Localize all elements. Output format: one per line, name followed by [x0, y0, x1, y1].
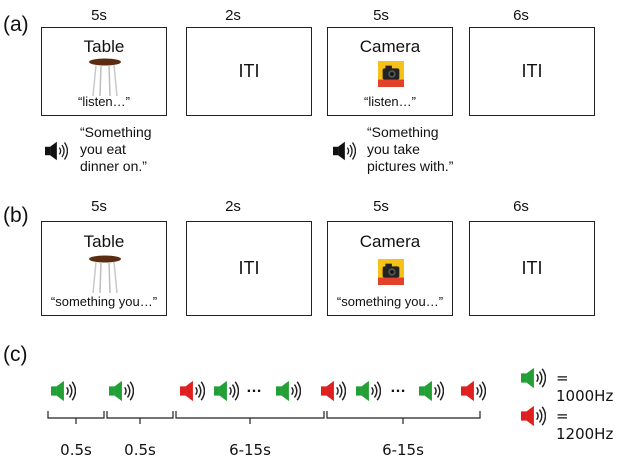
panel-b-label: (b) — [3, 204, 29, 227]
interval-label: 6-15s — [229, 441, 271, 459]
screen-caption: “listen…” — [363, 94, 416, 109]
duration-label: 5s — [373, 198, 389, 215]
stimulus-word: Table — [83, 232, 125, 251]
screen-caption: “listen…” — [77, 94, 130, 109]
interval-brace-1 — [47, 411, 105, 419]
legend-speaker-icon-red — [520, 404, 546, 428]
duration-label: 5s — [91, 7, 107, 24]
table-icon — [87, 255, 123, 295]
auditory-cue-text: “Something you take pictures with.” — [367, 124, 454, 174]
camera-icon — [378, 61, 404, 87]
duration-label: 6s — [513, 198, 529, 215]
speaker-icon — [418, 379, 444, 403]
speaker-icon — [355, 379, 381, 403]
stimulus-word: Camera — [359, 37, 421, 56]
screen-caption: “something you…” — [50, 294, 158, 309]
speaker-icon — [213, 379, 239, 403]
duration-label: 2s — [225, 7, 241, 24]
interval-brace-3 — [175, 411, 325, 419]
iti-screen: ITI — [469, 27, 595, 116]
interval-label: 0.5s — [60, 441, 92, 459]
iti-screen: ITI — [186, 221, 312, 316]
speaker-icon — [50, 379, 76, 403]
table-icon — [87, 58, 123, 98]
legend-label: = 1000Hz — [556, 369, 614, 405]
legend-speaker-icon-green — [520, 366, 546, 390]
iti-label: ITI — [238, 61, 260, 81]
screen-caption: “something you…” — [336, 294, 444, 309]
stimulus-screen-table: Table “something you…” — [41, 221, 167, 316]
interval-braces — [47, 411, 481, 424]
duration-label: 5s — [91, 198, 107, 215]
speaker-icon — [332, 140, 356, 162]
stimulus-word: Table — [83, 37, 125, 56]
interval-label: 6-15s — [382, 441, 424, 459]
stimulus-screen-camera: Camera “something you…” — [327, 221, 453, 316]
speaker-icon — [108, 379, 134, 403]
camera-icon — [378, 259, 404, 285]
interval-brace-4 — [326, 411, 481, 419]
auditory-cue-text: “Something you eat dinner on.” — [80, 124, 152, 174]
panel-c-label: (c) — [3, 343, 28, 366]
iti-label: ITI — [238, 258, 260, 278]
speaker-icon — [179, 379, 205, 403]
speaker-icon — [44, 140, 68, 162]
iti-screen: ITI — [469, 221, 595, 316]
stimulus-screen-camera: Camera “listen…” — [327, 27, 453, 116]
stimulus-word: Camera — [359, 232, 421, 251]
speaker-icon — [275, 379, 301, 403]
interval-brace-2 — [106, 411, 174, 419]
duration-label: 6s — [513, 7, 529, 24]
speaker-icon — [460, 379, 486, 403]
duration-label: 5s — [373, 7, 389, 24]
iti-screen: ITI — [186, 27, 312, 116]
speaker-icon — [320, 379, 346, 403]
stimulus-screen-table: Table “listen…” — [41, 27, 167, 116]
panel-a-label: (a) — [3, 13, 29, 36]
ellipsis: … — [246, 379, 263, 396]
ellipsis: … — [390, 379, 407, 396]
interval-label: 0.5s — [124, 441, 156, 459]
iti-label: ITI — [521, 61, 543, 81]
duration-label: 2s — [225, 198, 241, 215]
iti-label: ITI — [521, 258, 543, 278]
legend-label: = 1200Hz — [556, 407, 614, 443]
